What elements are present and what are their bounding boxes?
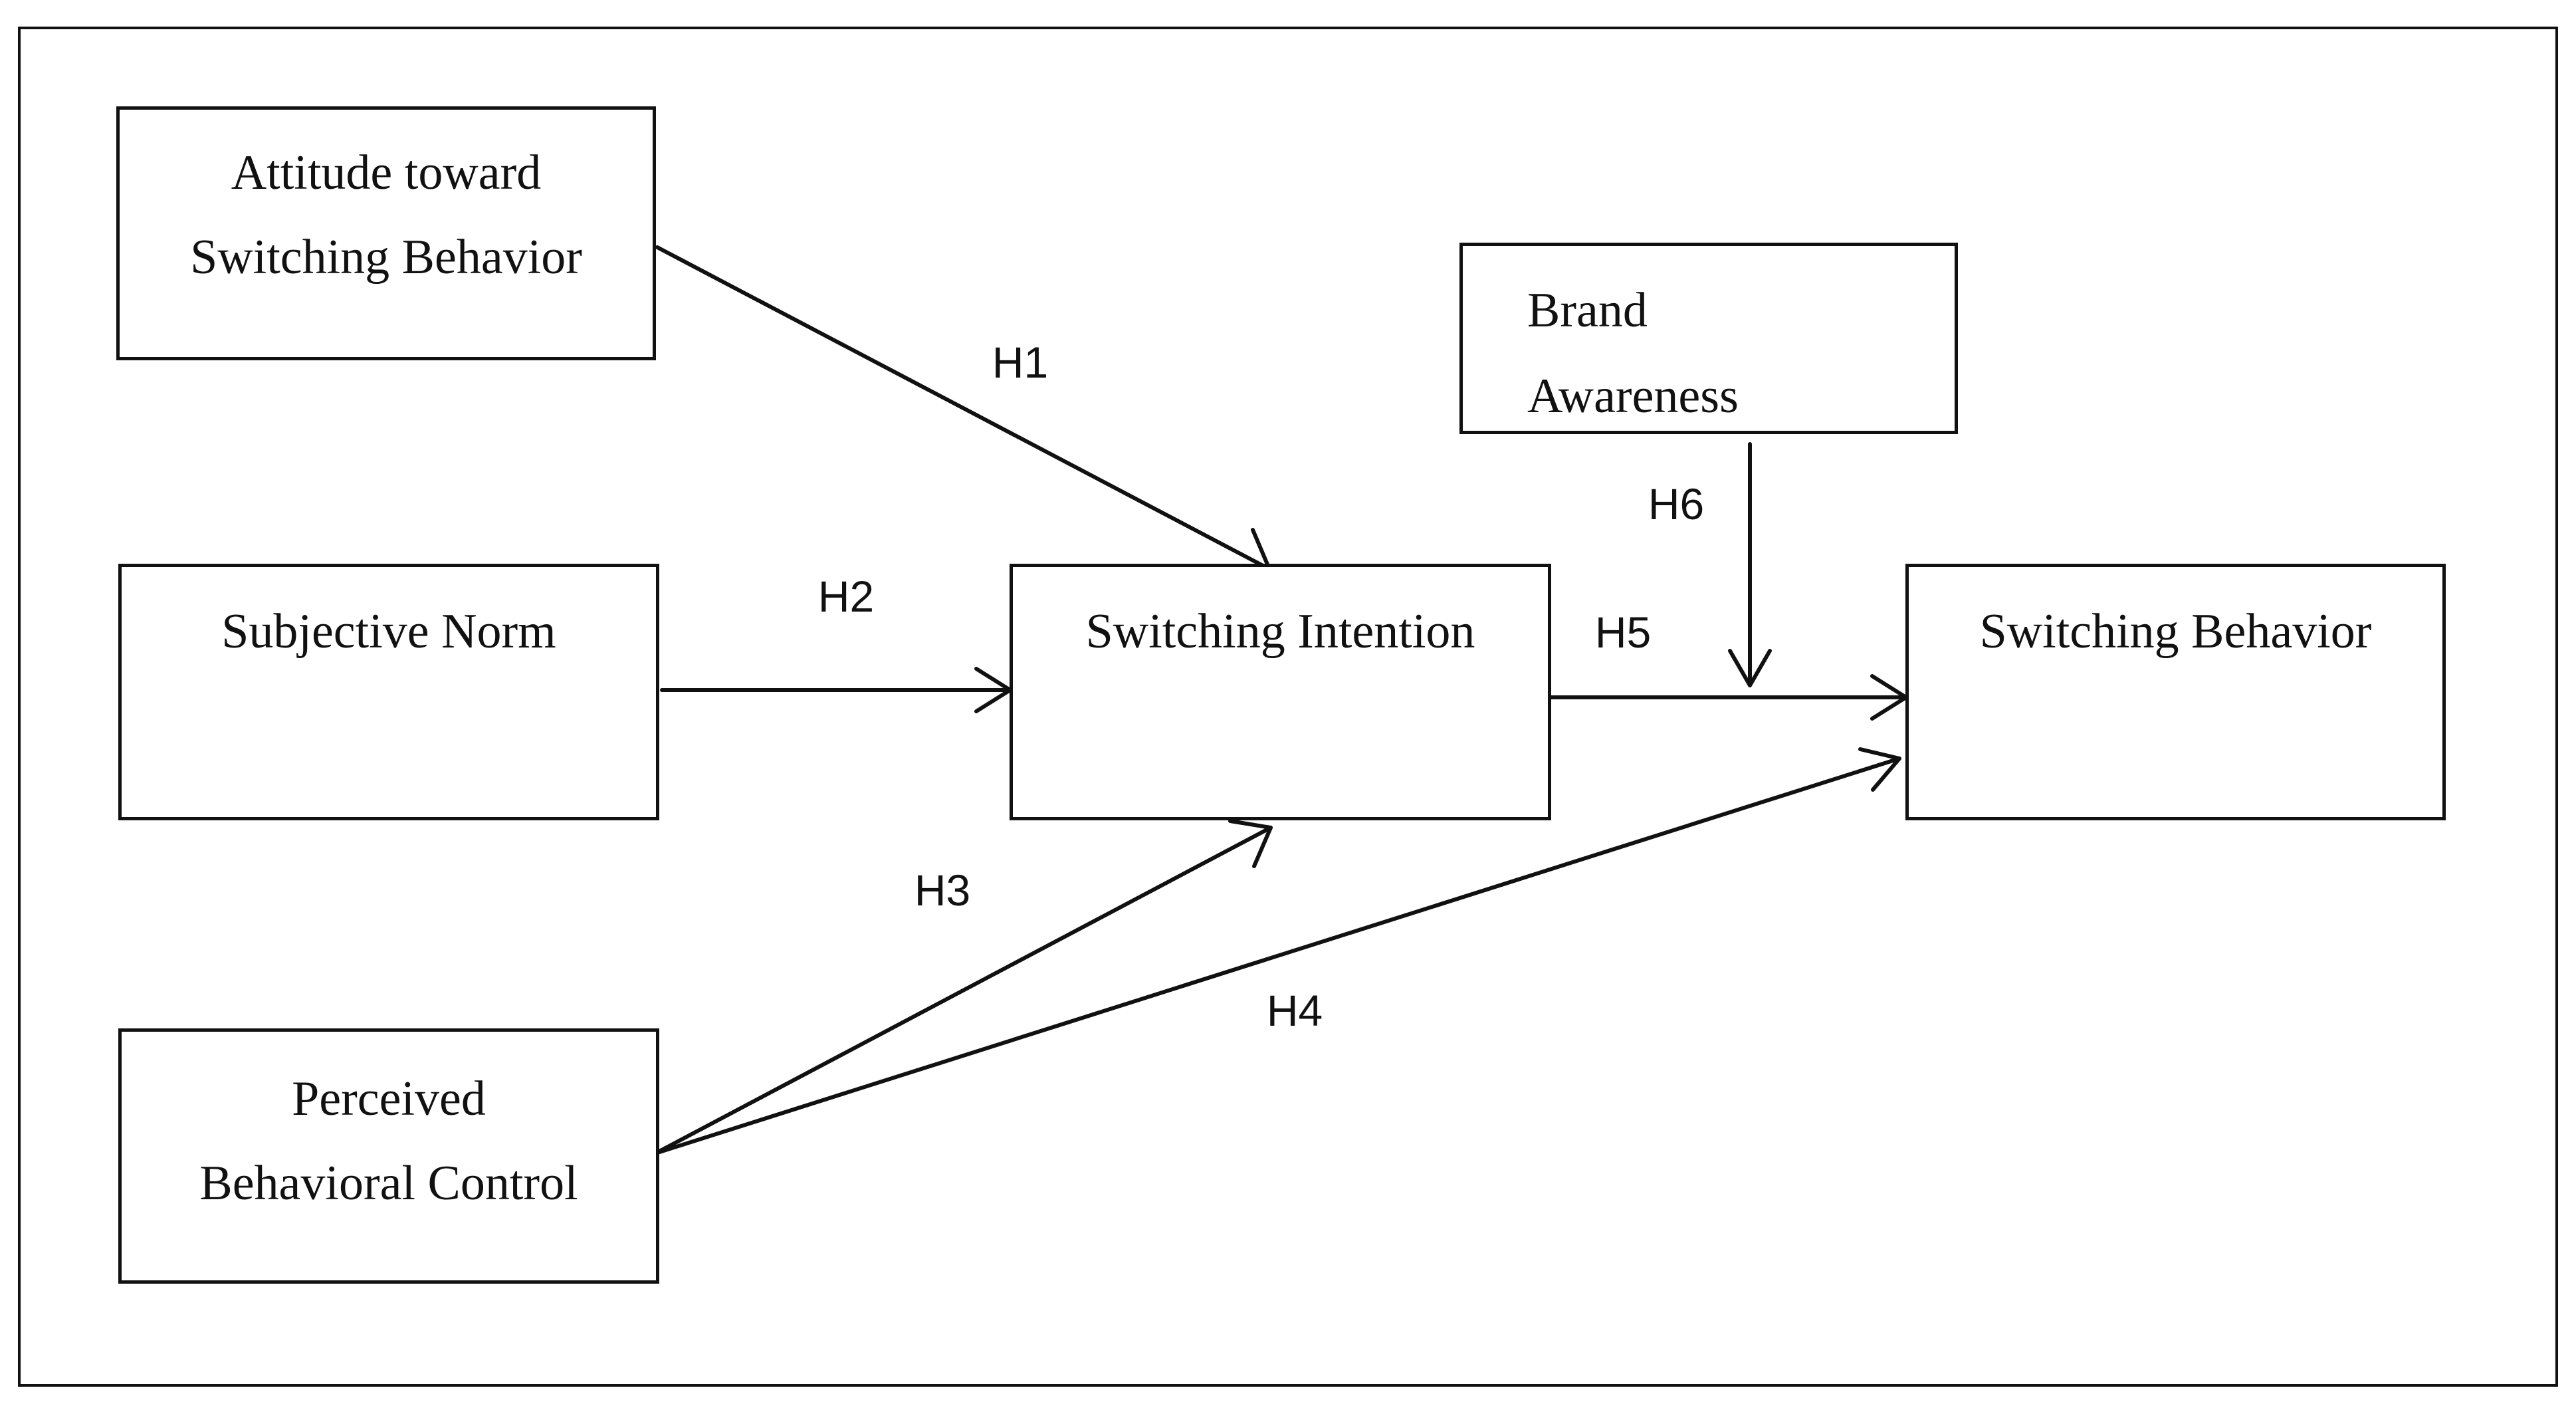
hypothesis-h1-label: H1 <box>992 338 1049 387</box>
attitude-box: Attitude toward Switching Behavior <box>116 106 656 360</box>
subjective-norm-box: Subjective Norm <box>118 564 659 820</box>
hypothesis-h4-label: H4 <box>1266 986 1323 1035</box>
hypothesis-h5-label: H5 <box>1594 608 1652 657</box>
switching-intention-box: Switching Intention <box>1010 564 1551 820</box>
hypothesis-h2-label: H2 <box>817 572 875 621</box>
attitude-line-2: Switching Behavior <box>190 230 582 285</box>
switching-intention-label: Switching Intention <box>1085 604 1475 659</box>
perceived-control-line-2: Behavioral Control <box>199 1156 578 1211</box>
switching-behavior-label: Switching Behavior <box>1979 604 2372 659</box>
brand-awareness-box: Brand Awareness <box>1459 243 1958 434</box>
subjective-norm-label: Subjective Norm <box>221 604 556 659</box>
switching-behavior-box: Switching Behavior <box>1905 564 2446 820</box>
brand-awareness-line-1: Brand <box>1527 283 1648 338</box>
perceived-control-box: Perceived Behavioral Control <box>118 1028 659 1284</box>
brand-awareness-line-2: Awareness <box>1527 369 1739 423</box>
attitude-line-1: Attitude toward <box>231 146 542 200</box>
hypothesis-h3-label: H3 <box>914 866 971 915</box>
hypothesis-h6-label: H6 <box>1648 479 1705 528</box>
perceived-control-line-1: Perceived <box>292 1072 486 1126</box>
diagram-frame <box>18 27 2558 1387</box>
